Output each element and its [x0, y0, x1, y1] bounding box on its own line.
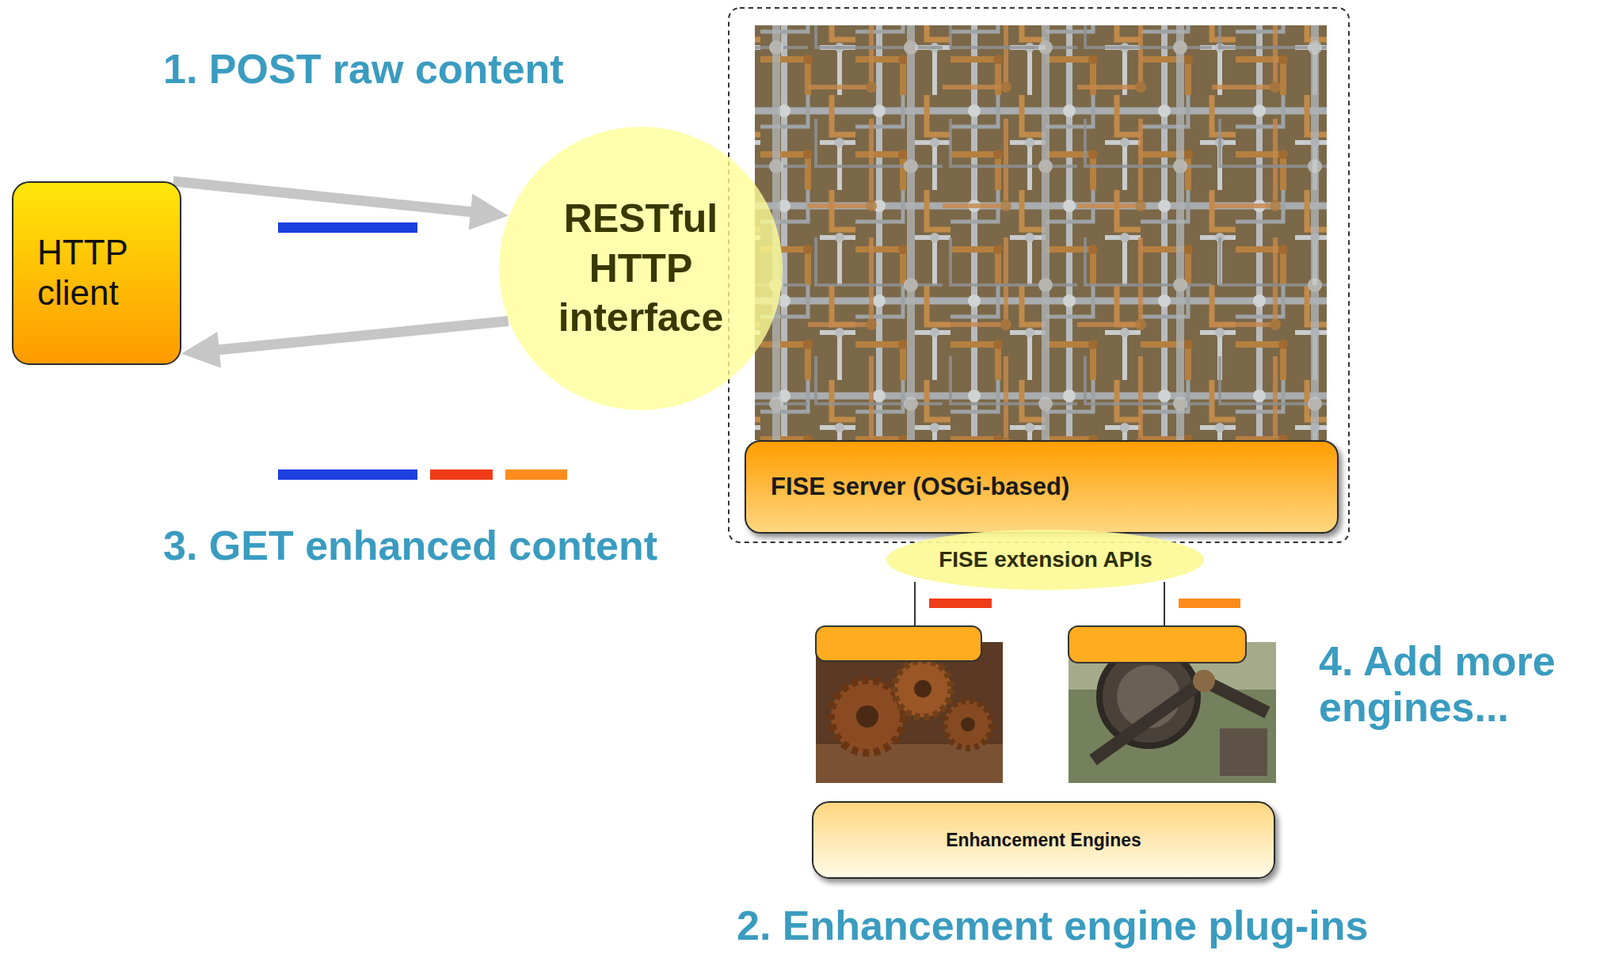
interface-circle: RESTful HTTP interface	[498, 125, 784, 412]
content-bar-orange	[1178, 598, 1241, 609]
step-label: 3. GET enhanced content	[163, 522, 658, 569]
arrow-head	[181, 331, 221, 369]
pipes-picture	[754, 25, 1327, 441]
server-band: FISE server (OSGi-based)	[744, 440, 1339, 534]
content-bar-orange	[505, 469, 568, 480]
node-text: Enhancement Engines	[945, 830, 1142, 852]
node-text: RESTful HTTP interface	[537, 194, 744, 343]
pipes-picture-overlay	[754, 25, 1327, 441]
flow-arrow	[181, 321, 509, 369]
step-label: 2. Enhancement engine plug-ins	[736, 902, 1368, 949]
plugin-tab	[1068, 626, 1246, 663]
client-box: HTTP client	[11, 181, 182, 366]
node-shape	[886, 529, 1204, 591]
flow-arrow	[173, 181, 509, 230]
arrow-head	[468, 194, 509, 231]
plugin-tab	[815, 626, 982, 662]
node-text: HTTP client	[37, 232, 157, 313]
content-bar-blue	[278, 469, 418, 480]
arrow-line	[217, 321, 509, 351]
dashed-boundary	[728, 7, 1349, 543]
content-bar-red	[929, 598, 992, 609]
step-label: 4. Add more engines...	[1318, 638, 1573, 731]
gears-picture	[815, 642, 1003, 784]
arrow-line	[173, 181, 473, 213]
content-bar-red	[430, 469, 493, 480]
node-text: FISE extension APIs	[938, 547, 1153, 573]
api-ellipse: FISE extension APIs	[885, 529, 1205, 591]
node-text: FISE server (OSGi-based)	[770, 472, 1070, 502]
step-label: 1. POST raw content	[163, 45, 564, 92]
engines-band: Enhancement Engines	[811, 801, 1276, 880]
node-shape	[499, 126, 783, 411]
content-bar-blue	[278, 222, 418, 233]
